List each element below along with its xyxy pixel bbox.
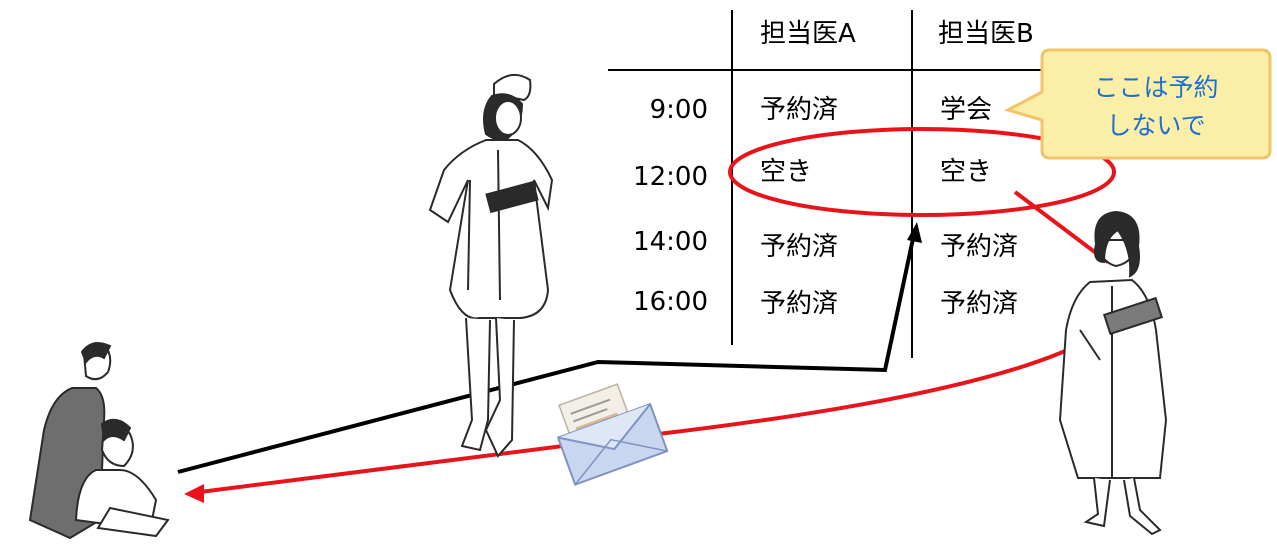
- cell-a-2: 予約済: [760, 232, 838, 262]
- cell-a-3: 予約済: [760, 289, 838, 319]
- callout-line-2: しないで: [1106, 111, 1205, 140]
- office-staff-icon: [28, 342, 170, 540]
- black-flow-line: [177, 233, 916, 474]
- black-arrowhead: [907, 222, 922, 243]
- time-label-1: 12:00: [633, 162, 708, 192]
- column-header-a: 担当医A: [760, 19, 856, 49]
- red-arrowhead: [184, 484, 204, 503]
- time-label-2: 14:00: [633, 227, 708, 257]
- doctor-icon: [1058, 210, 1168, 536]
- time-label-3: 16:00: [633, 287, 708, 317]
- time-label-0: 9:00: [650, 95, 708, 125]
- callout-line-1: ここは予約: [1093, 73, 1218, 102]
- red-connector-line: [1013, 190, 1110, 264]
- cell-b-0: 学会: [940, 95, 992, 125]
- cell-b-3: 予約済: [940, 289, 1018, 319]
- red-flow-line: [199, 336, 1093, 494]
- schedule-table: 担当医A 担当医B 9:00 予約済 学会 12:00 空き 空き 14:00 …: [608, 10, 1080, 358]
- cell-a-0: 予約済: [760, 95, 838, 125]
- nurse-icon: [428, 73, 554, 458]
- cell-a-1: 空き: [760, 157, 812, 187]
- envelope-icon: [556, 383, 669, 486]
- highlight-ellipse: [728, 127, 1116, 217]
- column-header-b: 担当医B: [938, 19, 1034, 49]
- callout-bubble: ここは予約 しないで: [1004, 48, 1272, 160]
- callout-shape: [1004, 48, 1272, 160]
- cell-b-1: 空き: [940, 157, 992, 187]
- cell-b-2: 予約済: [940, 232, 1018, 262]
